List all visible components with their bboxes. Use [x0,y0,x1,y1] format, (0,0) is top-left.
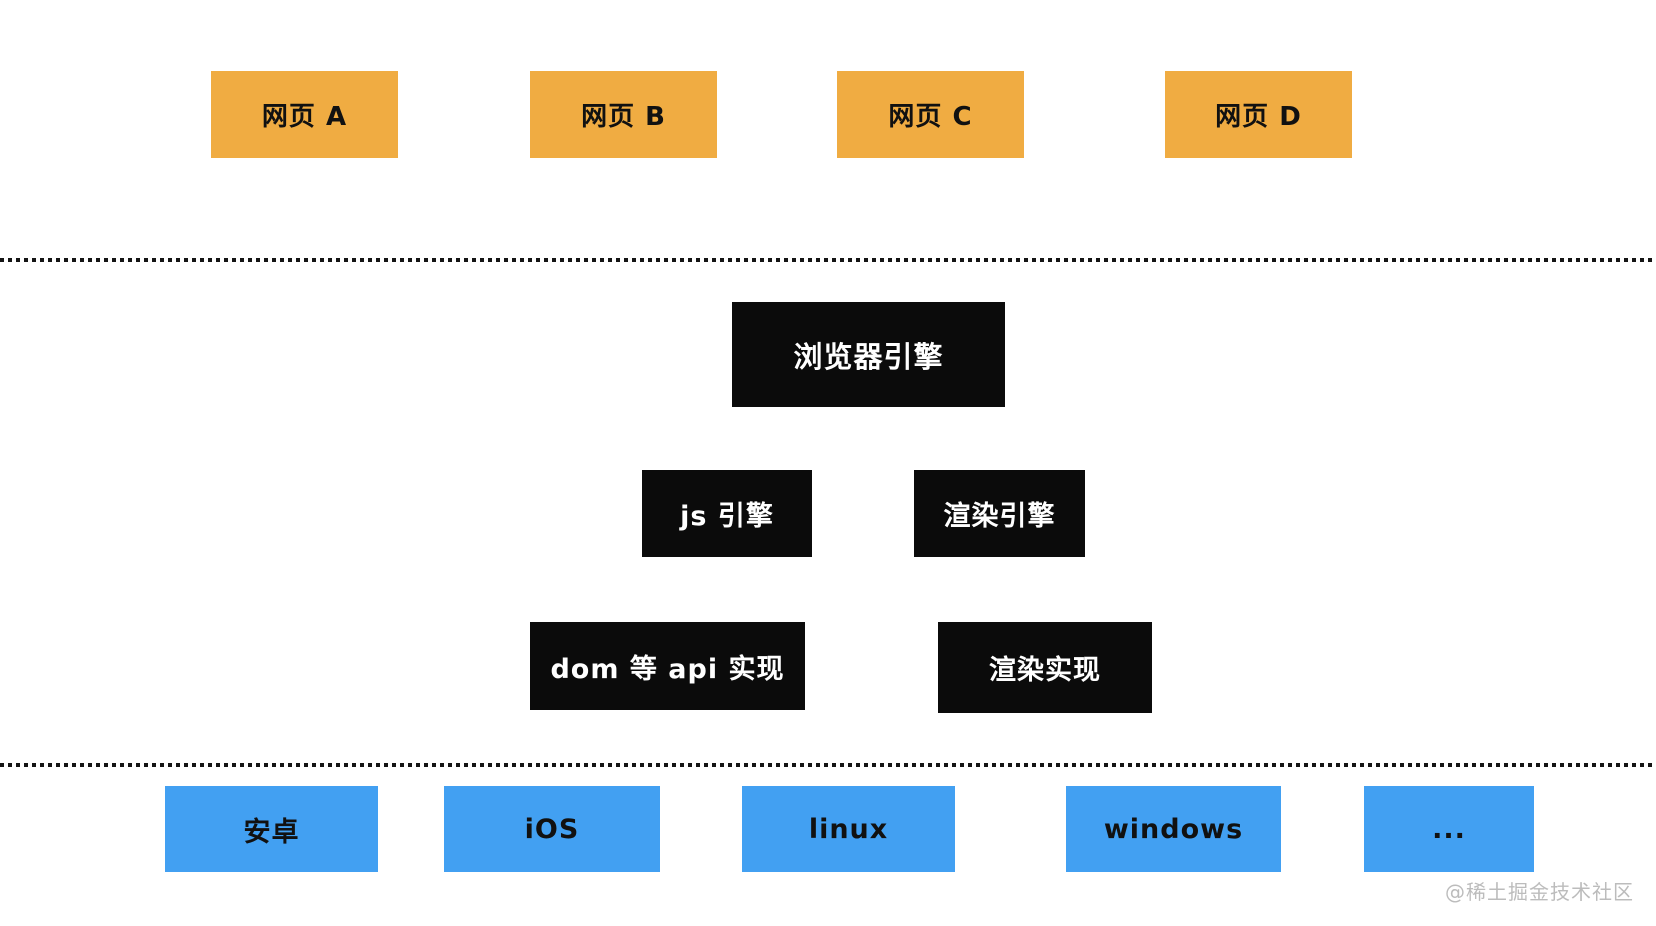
render-engine-box: 渲染引擎 [914,470,1085,557]
os-ios-box: iOS [444,786,660,872]
separator-top-dotted-line [0,258,1656,262]
webpage-a-box: 网页 A [211,71,398,158]
os-more-box: ... [1364,786,1534,872]
webpage-c-box: 网页 C [837,71,1024,158]
webpage-d-box: 网页 D [1165,71,1352,158]
dom-api-implementation-box: dom 等 api 实现 [530,622,805,710]
browser-engine-box: 浏览器引擎 [732,302,1005,407]
juejin-watermark: @稀土掘金技术社区 [1445,880,1634,904]
webpage-b-box: 网页 B [530,71,717,158]
separator-bottom-dotted-line [0,763,1656,767]
os-android-box: 安卓 [165,786,378,872]
js-engine-box: js 引擎 [642,470,812,557]
os-windows-box: windows [1066,786,1281,872]
os-linux-box: linux [742,786,955,872]
render-implementation-box: 渲染实现 [938,622,1152,713]
